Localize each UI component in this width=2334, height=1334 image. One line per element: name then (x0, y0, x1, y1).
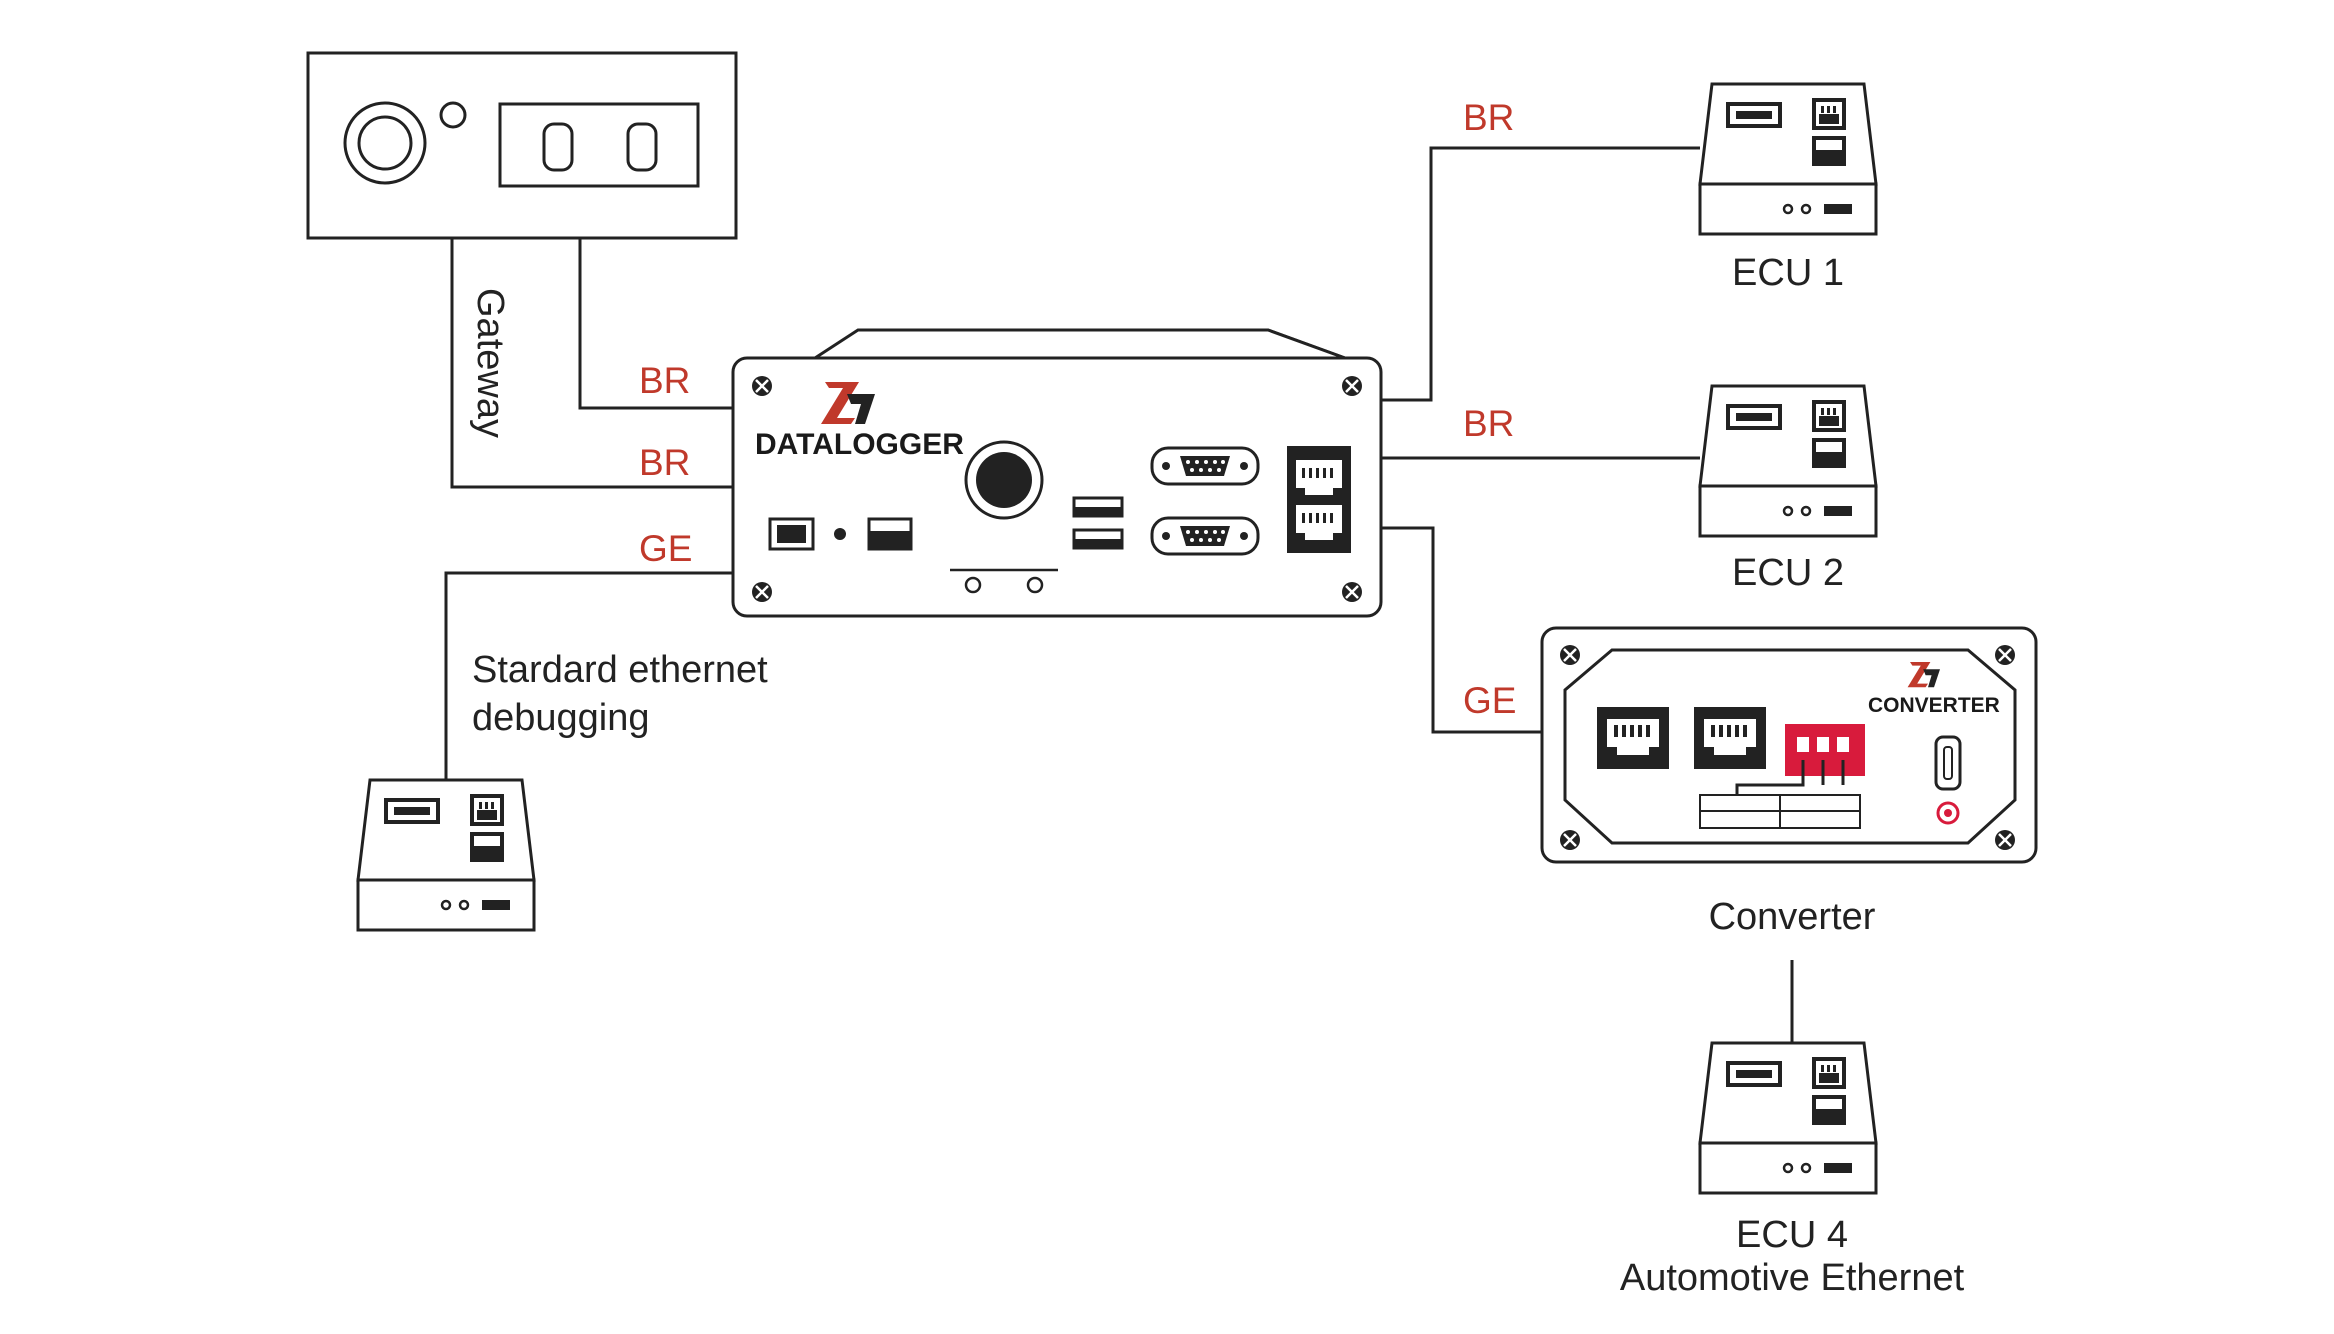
link-label-ge-debug: GE (639, 528, 692, 569)
ecu1-label: ECU 1 (1732, 252, 1844, 294)
converter-title: CONVERTER (1868, 694, 2000, 717)
debug-pc-device (356, 778, 536, 932)
ecu2-device (1698, 384, 1878, 538)
knob-icon (976, 452, 1032, 508)
ecu4-label-line1: ECU 4 (1736, 1214, 1848, 1256)
dip-switch-icon (1699, 724, 1865, 829)
db9-port-icon (1150, 516, 1260, 556)
link-label-br-ecu1: BR (1463, 97, 1514, 138)
gateway-label: Gateway (469, 288, 511, 438)
gateway-device (306, 51, 738, 240)
rj45-port-icon (1597, 707, 1669, 769)
link-label-ge-converter: GE (1463, 680, 1516, 721)
ecu2-label: ECU 2 (1732, 552, 1844, 594)
ecu4-device (1698, 1041, 1878, 1195)
debug-label-line2: debugging (472, 697, 650, 739)
usb-port-icon (1072, 496, 1124, 550)
wires (444, 146, 1794, 1043)
ecu4-label-line2: Automotive Ethernet (1620, 1257, 1965, 1299)
converter-caption: Converter (1709, 896, 1876, 938)
link-label-br-top: BR (639, 360, 690, 401)
debug-label-line1: Stardard ethernet (472, 649, 768, 691)
db9-port-icon (1150, 446, 1260, 486)
ecu1-device (1698, 82, 1878, 236)
logo-icon (821, 382, 875, 424)
datalogger-title: DATALOGGER (755, 428, 964, 461)
datalogger-device: DATALOGGER (731, 328, 1383, 618)
converter-device: CONVERTER (1540, 626, 2038, 864)
rj45-port-icon (1694, 707, 1766, 769)
rj45-port-icon (1287, 446, 1351, 553)
logo-icon (1907, 662, 1940, 688)
link-label-br-ecu2: BR (1463, 403, 1514, 444)
link-label-br-bottom: BR (639, 442, 690, 483)
